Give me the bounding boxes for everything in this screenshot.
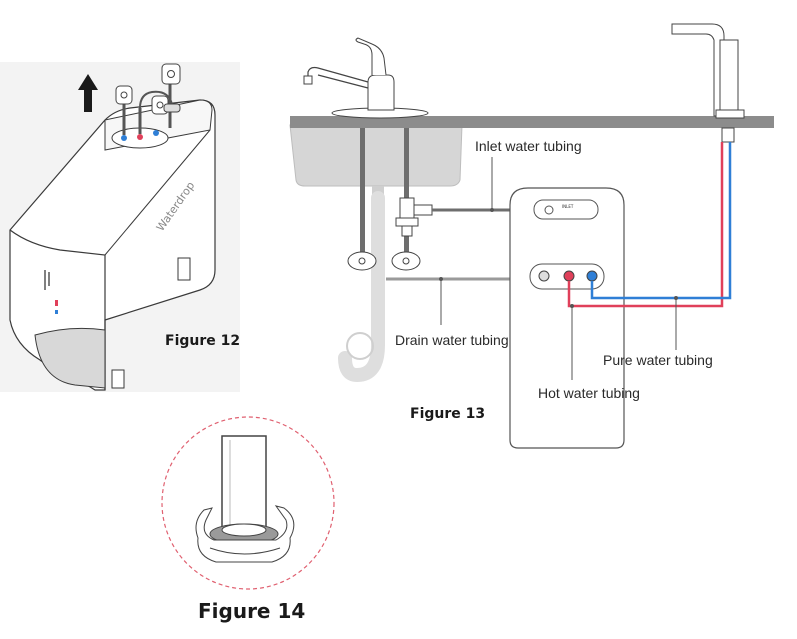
- port-pure-dot: [121, 135, 127, 141]
- kitchen-faucet: [303, 37, 429, 119]
- callout-inlet-tubing: Inlet water tubing: [475, 138, 582, 154]
- quick-fittings: [115, 63, 181, 135]
- pull-up-arrow: [78, 74, 98, 112]
- feed-water-adapter[interactable]: [395, 197, 433, 237]
- dispenser-faucet: [671, 23, 745, 143]
- dispenser-unit: [9, 99, 216, 391]
- inlet-port-tag: INLET: [562, 204, 574, 209]
- figure-14: Figure 14: [161, 416, 335, 623]
- callout-pure-tubing: Pure water tubing: [603, 352, 713, 368]
- hot-water-tubing: [567, 142, 724, 308]
- countertop: [290, 116, 774, 128]
- sink-basin: [289, 124, 463, 187]
- figure-12: Waterdrop Figure 12: [0, 62, 240, 392]
- hot-port[interactable]: [563, 270, 575, 282]
- fitting-base: [195, 505, 295, 563]
- callout-drain-tubing: Drain water tubing: [395, 332, 509, 348]
- ro-dispenser-unit: INLET: [509, 187, 625, 449]
- figure-13-label: Figure 13: [410, 406, 485, 422]
- port-cold-dot: [153, 130, 159, 136]
- port-hot-dot: [137, 134, 143, 140]
- callout-hot-tubing: Hot water tubing: [538, 385, 640, 401]
- figure-12-label: Figure 12: [165, 333, 240, 349]
- tube: [221, 435, 267, 537]
- figure-13: INLET Inlet water tubing Drai: [289, 23, 774, 449]
- drain-port[interactable]: [538, 270, 550, 282]
- pure-water-tubing: [590, 142, 732, 300]
- figure-14-label: Figure 14: [198, 599, 305, 623]
- inlet-port-panel: [533, 199, 599, 220]
- drain-trap-pipe: [338, 191, 385, 383]
- supply-lines: [347, 128, 421, 271]
- pure-port[interactable]: [586, 270, 598, 282]
- callout-leaders: [440, 157, 677, 380]
